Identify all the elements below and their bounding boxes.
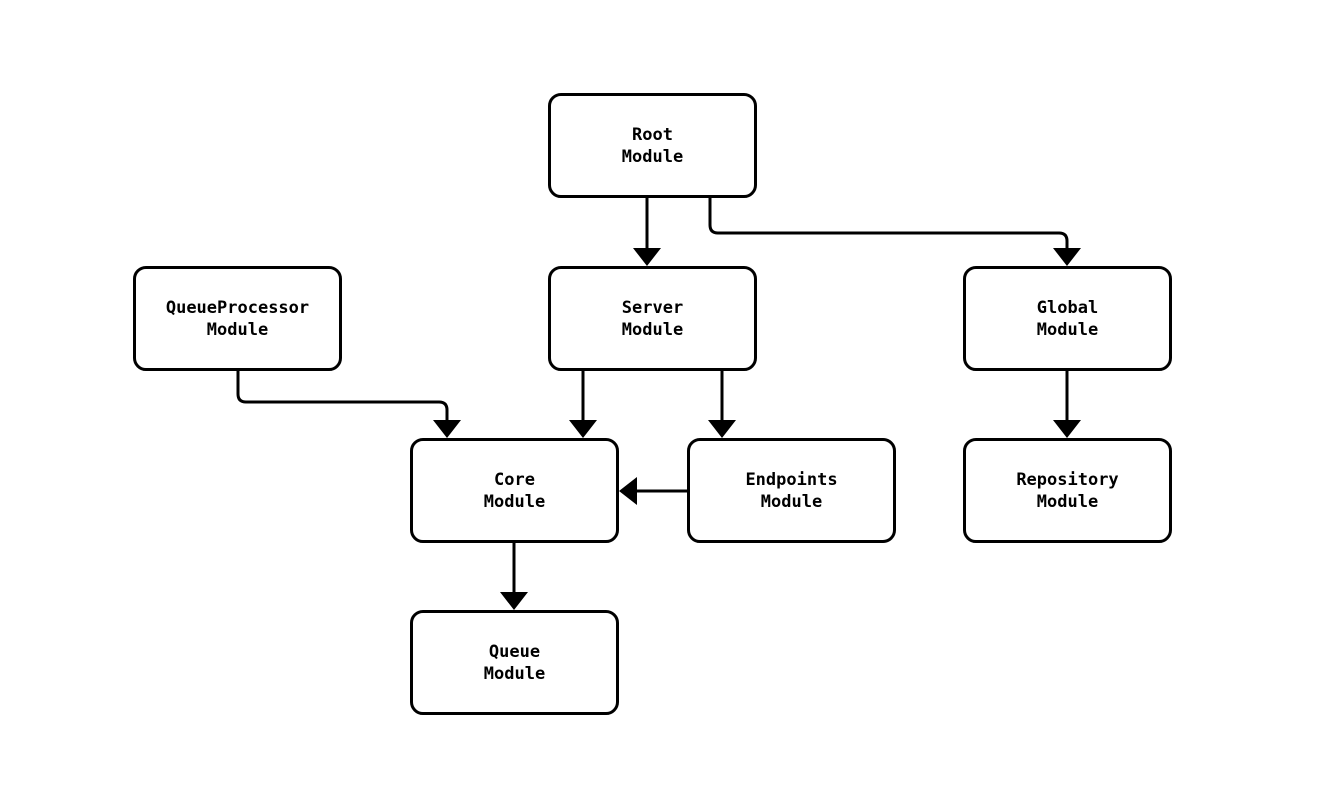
node-label-line: Module <box>621 319 684 340</box>
node-queue-module: Queue Module <box>410 610 619 715</box>
node-root-module: Root Module <box>548 93 757 198</box>
node-global-module: Global Module <box>963 266 1172 371</box>
node-core-module: Core Module <box>410 438 619 543</box>
node-label-line: Root <box>632 124 673 145</box>
node-label-line: Module <box>483 491 546 512</box>
node-label-line: Module <box>1036 491 1099 512</box>
node-queueprocessor-module: QueueProcessor Module <box>133 266 342 371</box>
node-label-line: Module <box>760 491 823 512</box>
node-label-line: Queue <box>488 641 541 662</box>
node-endpoints-module: Endpoints Module <box>687 438 896 543</box>
node-label-line: Module <box>483 663 546 684</box>
node-server-module: Server Module <box>548 266 757 371</box>
node-label-line: Module <box>621 146 684 167</box>
node-label-line: QueueProcessor <box>165 297 310 318</box>
node-label-line: Core <box>494 469 535 490</box>
edge-queueprocessor-to-core <box>236 371 461 438</box>
node-label-line: Global <box>1036 297 1099 318</box>
node-repository-module: Repository Module <box>963 438 1172 543</box>
node-label-line: Server <box>621 297 684 318</box>
edge-root-to-global <box>708 198 1081 266</box>
node-label-line: Repository <box>1016 469 1119 490</box>
node-label-line: Module <box>206 319 269 340</box>
node-label-line: Endpoints <box>745 469 838 490</box>
node-label-line: Module <box>1036 319 1099 340</box>
